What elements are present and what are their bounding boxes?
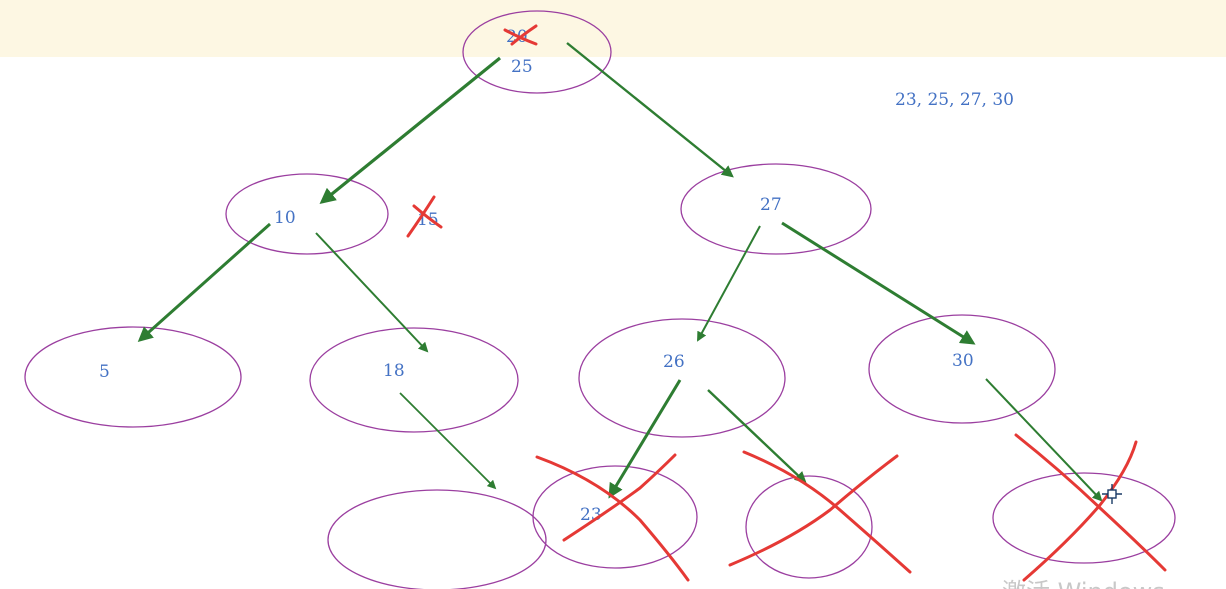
edge-25-10 (319, 56, 502, 205)
node-root-ellipse (462, 10, 612, 94)
node-root-label: 25 (511, 57, 533, 77)
cross-right-leaf (1014, 433, 1167, 582)
highlight-band (0, 0, 1226, 57)
edge-26-right (707, 389, 807, 484)
node-5-label: 5 (99, 362, 110, 382)
cross-root-old (503, 24, 538, 46)
node-deleted-ellipse-2 (992, 472, 1176, 564)
node-27-ellipse (680, 163, 872, 255)
cross-middle-leaf (728, 450, 912, 574)
edge-27-26 (697, 225, 761, 342)
node-30-label: 30 (952, 351, 974, 371)
node-26-ellipse (578, 318, 786, 438)
node-23-ellipse (532, 465, 698, 569)
node-deleted-ellipse-1 (745, 475, 873, 579)
edge-27-30 (781, 221, 976, 345)
node-5-ellipse (24, 326, 242, 428)
sorted-list-note: 23, 25, 27, 30 (895, 90, 1014, 110)
edge-26-23 (608, 379, 682, 499)
node-26-label: 26 (663, 352, 685, 372)
cross-23 (535, 453, 690, 582)
node-empty-ellipse (327, 489, 547, 589)
cross-15 (406, 195, 443, 238)
node-18-ellipse (309, 327, 519, 433)
node-30-ellipse (868, 314, 1056, 424)
edge-30-right (985, 378, 1103, 502)
move-cursor-icon (1102, 484, 1122, 504)
node-10-label: 10 (274, 208, 296, 228)
edge-25-27 (566, 42, 734, 178)
edge-10-5 (137, 222, 271, 342)
windows-watermark: 激活 Windows (1002, 578, 1165, 589)
node-18-label: 18 (383, 361, 405, 381)
edge-10-18 (315, 232, 429, 353)
node-27-label: 27 (760, 195, 782, 215)
node-10-ellipse (225, 173, 389, 255)
edge-18-empty (399, 392, 497, 490)
